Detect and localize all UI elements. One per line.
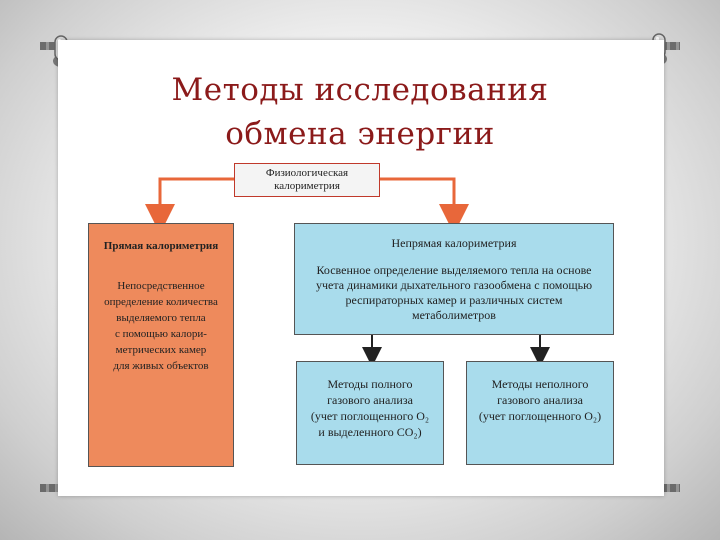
top-orange-connector xyxy=(145,177,469,234)
diagram-connectors xyxy=(145,177,550,367)
full-gas-analysis-box: Методы полного газового анализа (учет по… xyxy=(296,361,444,465)
slide-title: Методы исследования обмена энергии xyxy=(0,68,720,156)
slide-title-line-1: Методы исследования xyxy=(171,72,549,108)
box-line: и выделенного CO₂) xyxy=(318,425,422,439)
box-line: респираторных камер и различных систем xyxy=(345,293,563,307)
box-line: Методы неполного xyxy=(491,377,589,391)
indirect-calorimetry-box: Непрямая калориметрия Косвенное определе… xyxy=(294,223,614,335)
box-line: (учет поглощенного O₂ xyxy=(310,409,430,423)
box-line: Непосредственное xyxy=(117,280,205,292)
box-line: метрических камер xyxy=(115,344,207,356)
lower-black-arrows xyxy=(362,335,550,367)
partial-gas-analysis-box: Методы неполного газового анализа (учет … xyxy=(466,361,614,465)
box-line: с помощью калори- xyxy=(115,328,207,340)
box-line: газового анализа xyxy=(497,393,583,407)
box-line: Косвенное определение выделяемого тепла … xyxy=(316,263,592,277)
box-line: определение количества xyxy=(104,296,218,308)
indirect-calorimetry-heading: Непрямая калориметрия xyxy=(391,236,517,250)
physiological-calorimetry-box: Физиологическая калориметрия xyxy=(234,163,380,197)
box-line: для живых объектов xyxy=(113,360,209,372)
indirect-calorimetry-description: Косвенное определение выделяемого тепла … xyxy=(295,263,613,323)
calorimetry-diagram: Физиологическая калориметрия Прямая кало… xyxy=(82,157,642,475)
box-line: учета динамики дыхательного газообмена с… xyxy=(315,278,593,292)
box-line: газового анализа xyxy=(327,393,413,407)
box-line: Методы полного xyxy=(327,377,413,391)
direct-calorimetry-description: Непосредственное определение количества … xyxy=(89,278,233,374)
direct-calorimetry-box: Прямая калориметрия Непосредственное опр… xyxy=(88,223,234,467)
box-line: Физиологическая xyxy=(265,167,349,179)
box-line: выделяемого тепла xyxy=(116,312,206,324)
box-line: (учет поглощенного O₂) xyxy=(478,409,602,423)
box-line: калориметрия xyxy=(274,180,340,192)
slide-title-line-2: обмена энергии xyxy=(225,116,495,152)
direct-calorimetry-heading: Прямая калориметрия xyxy=(103,240,219,252)
box-line: метаболиметров xyxy=(412,308,496,322)
